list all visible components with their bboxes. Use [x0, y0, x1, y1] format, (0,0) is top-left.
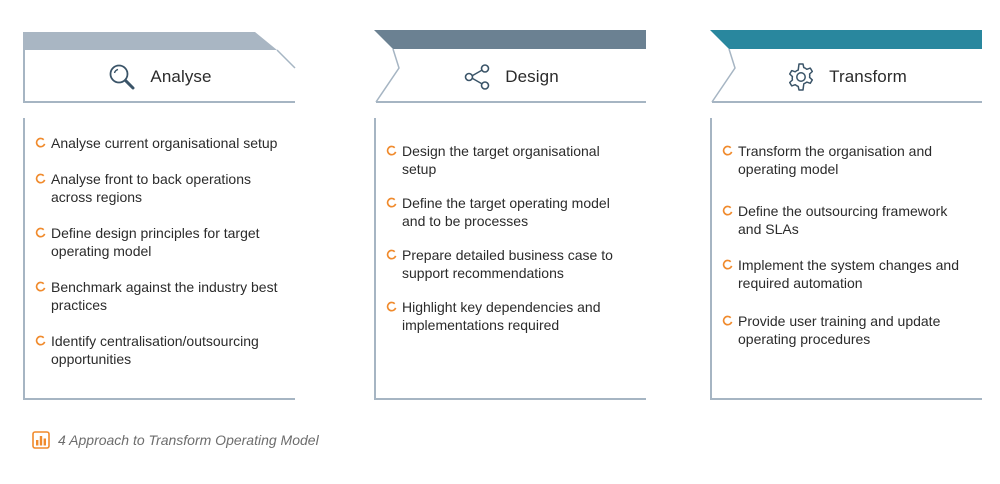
stage-header: Transform — [710, 52, 982, 102]
share-icon — [464, 64, 490, 90]
list-item: Benchmark against the industry best prac… — [35, 278, 285, 314]
bullet-icon — [722, 205, 733, 216]
stage-header-band — [710, 30, 982, 104]
bullet-icon — [722, 145, 733, 156]
caption-text: 4 Approach to Transform Operating Model — [58, 432, 319, 448]
stage-body: Design the target organisational setup D… — [374, 118, 646, 400]
list-item: Analyse current organisational setup — [35, 134, 285, 152]
stage-title: Design — [505, 67, 559, 86]
bullet-icon — [386, 145, 397, 156]
bullet-icon — [35, 137, 46, 148]
list-item: Prepare detailed business case to suppor… — [386, 246, 636, 282]
list-item: Define design principles for target oper… — [35, 224, 285, 260]
list-item: Identify centralisation/outsourcing oppo… — [35, 332, 285, 368]
stage-body: Transform the organisation and operating… — [710, 118, 982, 400]
list-item: Define the target operating model and to… — [386, 194, 636, 230]
list-item: Define the outsourcing framework and SLA… — [722, 202, 972, 238]
bullet-icon — [722, 315, 733, 326]
stage-header: Design — [374, 52, 646, 102]
bullet-icon — [35, 335, 46, 346]
stage-title: Analyse — [150, 67, 212, 86]
list-item: Implement the system changes and require… — [722, 256, 972, 292]
bullet-icon — [386, 301, 397, 312]
list-item: Provide user training and update operati… — [722, 312, 972, 348]
bullet-icon — [35, 281, 46, 292]
stage-title: Transform — [829, 67, 907, 86]
search-icon — [110, 64, 135, 90]
gear-icon — [789, 63, 814, 91]
stage-header-band — [374, 30, 646, 104]
bar-chart-icon — [32, 431, 50, 449]
bullet-icon — [35, 227, 46, 238]
stage-header: Analyse — [23, 52, 295, 102]
list-item: Analyse front to back operations across … — [35, 170, 285, 206]
figure-caption: 4 Approach to Transform Operating Model — [32, 431, 319, 449]
bullet-icon — [722, 259, 733, 270]
list-item: Highlight key dependencies and implement… — [386, 298, 636, 334]
list-item: Design the target organisational setup — [386, 142, 636, 178]
stage-list: Transform the organisation and operating… — [712, 118, 982, 348]
list-item: Transform the organisation and operating… — [722, 142, 972, 178]
bullet-icon — [35, 173, 46, 184]
stage-header-band — [23, 30, 296, 104]
bullet-icon — [386, 197, 397, 208]
stage-list: Analyse current organisational setup Ana… — [25, 118, 295, 368]
stage-body: Analyse current organisational setup Ana… — [23, 118, 295, 400]
stage-list: Design the target organisational setup D… — [376, 118, 646, 334]
bullet-icon — [386, 249, 397, 260]
